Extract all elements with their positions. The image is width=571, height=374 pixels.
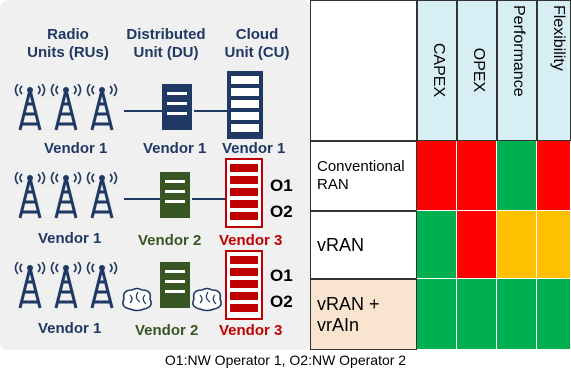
vendor-cu-row1: Vendor 1 — [222, 140, 286, 157]
vendor-ru-row2: Vendor 1 — [38, 230, 102, 247]
row-label-vran: vRAN — [310, 211, 417, 279]
comparison-table: CAPEX OPEX Performance Flexibility Conve… — [310, 0, 571, 350]
antenna-tower-icon-group — [14, 84, 118, 132]
header-distributed-unit: Distributed Unit (DU) — [126, 26, 206, 61]
link-du-cu — [194, 110, 228, 112]
header-radio-units: Radio Units (RUs) — [27, 26, 109, 61]
link-ru-du — [124, 110, 164, 112]
link-du-cu — [192, 198, 228, 200]
row-label-conventional-ran: Conventional RAN — [310, 141, 417, 211]
vendor-du-row2: Vendor 2 — [138, 232, 202, 249]
vendor-cu-row2: Vendor 3 — [219, 232, 283, 249]
vendor-du-row3: Vendor 2 — [135, 322, 199, 339]
antenna-tower-icon-group — [14, 172, 118, 220]
row-label-vran-vrain: vRAN + vrAIn — [310, 279, 417, 350]
ai-brain-icon — [192, 287, 222, 312]
operator-label: O1 — [270, 266, 293, 285]
column-header-opex: OPEX — [457, 0, 497, 141]
operator-label: O2 — [270, 202, 293, 221]
status-cell — [537, 211, 571, 279]
table-corner — [310, 0, 417, 141]
cloud-server-rack-icon — [225, 158, 263, 228]
status-cell — [457, 141, 497, 211]
vendor-ru-row1: Vendor 1 — [44, 140, 108, 157]
operator-label: O2 — [270, 292, 293, 311]
vendor-ru-row3: Vendor 1 — [38, 320, 102, 337]
column-header-performance: Performance — [497, 0, 537, 141]
header-cloud-unit: Cloud Unit (CU) — [224, 26, 290, 61]
status-cell — [457, 211, 497, 279]
status-cell — [537, 279, 571, 350]
vendor-du-row1: Vendor 1 — [143, 140, 207, 157]
server-icon — [160, 172, 190, 218]
footnote: O1:NW Operator 1, O2:NW Operator 2 — [164, 352, 407, 368]
status-cell — [497, 211, 537, 279]
column-header-flexibility: Flexibility — [537, 0, 571, 141]
status-cell — [417, 141, 457, 211]
cloud-server-rack-icon — [227, 71, 263, 139]
vendor-cu-row3: Vendor 3 — [219, 322, 283, 339]
cloud-server-rack-icon — [225, 250, 263, 320]
operator-label: O1 — [270, 176, 293, 195]
architecture-diagram: Radio Units (RUs) Distributed Unit (DU) … — [0, 0, 310, 350]
status-cell — [497, 279, 537, 350]
column-header-capex: CAPEX — [417, 0, 457, 141]
status-cell — [497, 141, 537, 211]
server-icon — [162, 84, 192, 130]
status-cell — [537, 141, 571, 211]
antenna-tower-icon-group — [14, 262, 118, 310]
status-cell — [417, 211, 457, 279]
status-cell — [417, 279, 457, 350]
server-icon — [160, 262, 190, 308]
ai-brain-icon — [122, 287, 152, 312]
link-ru-du — [124, 198, 160, 200]
status-cell — [457, 279, 497, 350]
